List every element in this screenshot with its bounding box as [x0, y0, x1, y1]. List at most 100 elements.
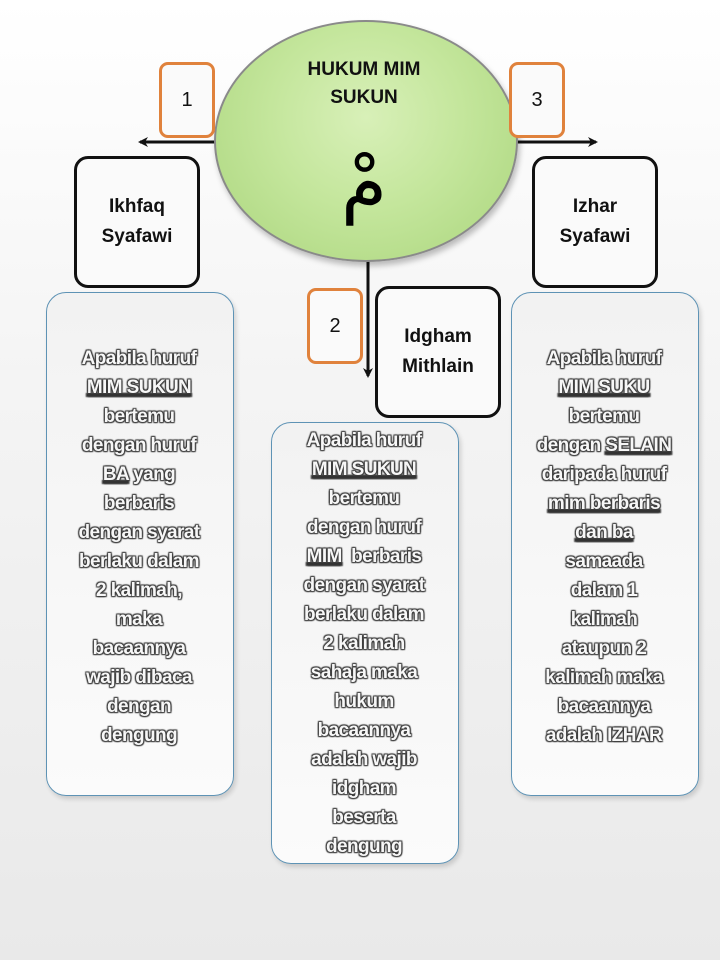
description-line: Apabila huruf	[519, 344, 689, 373]
description-fragment: Apabila huruf	[306, 430, 422, 451]
description-fragment: dengan huruf	[81, 435, 197, 456]
description-line: BA yang	[54, 460, 224, 489]
description-fragment: adalah IZHAR	[545, 725, 663, 746]
description-line: dengung	[54, 721, 224, 750]
description-line: ataupun 2	[519, 634, 689, 663]
description-line: sahaja maka	[279, 658, 449, 687]
description-line: Apabila huruf	[279, 426, 449, 455]
description-fragment: kalimah maka	[545, 667, 663, 688]
description-line: idgham	[279, 774, 449, 803]
branch-2-number: 2	[307, 288, 363, 364]
description-fragment: MIM SUKU	[558, 377, 650, 398]
description-line: berbaris	[54, 489, 224, 518]
description-line: adalah IZHAR	[519, 721, 689, 750]
description-line: dengan huruf	[279, 513, 449, 542]
description-fragment: MIM	[306, 546, 343, 567]
description-line: dengan huruf	[54, 431, 224, 460]
description-line: bacaannya	[279, 716, 449, 745]
description-line: MIM berbaris	[279, 542, 449, 571]
description-fragment: berlaku dalam	[79, 551, 200, 572]
description-line: berlaku dalam	[279, 600, 449, 629]
description-fragment: dengung	[325, 836, 403, 857]
description-line: maka	[54, 605, 224, 634]
description-line: dengan syarat	[54, 518, 224, 547]
term-ikhfaq-syafawi: Ikhfaq Syafawi	[74, 156, 200, 288]
description-line: bacaannya	[54, 634, 224, 663]
description-line: mim berbaris	[519, 489, 689, 518]
description-line: kalimah	[519, 605, 689, 634]
mim-sukun-glyph: مْ	[341, 140, 387, 226]
center-circle	[214, 20, 518, 262]
description-line: samaada	[519, 547, 689, 576]
description-fragment: Apabila huruf	[546, 348, 662, 369]
description-fragment: bertemu	[103, 406, 175, 427]
description-fragment: dengan	[107, 696, 172, 717]
description-fragment: dalam 1	[570, 580, 638, 601]
description-line: daripada huruf	[519, 460, 689, 489]
panel-izhar	[511, 292, 699, 796]
description-line: MIM SUKUN	[54, 373, 224, 402]
description-line: wajib dibaca	[54, 663, 224, 692]
description-line: adalah wajib	[279, 745, 449, 774]
description-line: dengan SELAIN	[519, 431, 689, 460]
description-fragment: hukum	[334, 691, 394, 712]
description-fragment: dengan syarat	[78, 522, 200, 543]
description-fragment: bacaannya	[92, 638, 186, 659]
description-fragment: idgham	[332, 778, 397, 799]
description-line: dan ba	[519, 518, 689, 547]
description-fragment: bertemu	[328, 488, 400, 509]
description-line: bertemu	[54, 402, 224, 431]
description-line: beserta	[279, 803, 449, 832]
description-fragment: beserta	[332, 807, 396, 828]
description-line: bacaannya	[519, 692, 689, 721]
description-fragment: MIM SUKUN	[311, 459, 417, 480]
description-fragment: berbaris	[103, 493, 175, 514]
description-line: MIM SUKU	[519, 373, 689, 402]
description-fragment: ataupun 2	[561, 638, 647, 659]
description-fragment: adalah wajib	[311, 749, 417, 770]
description-line: bertemu	[519, 402, 689, 431]
panel-idgham	[271, 422, 459, 864]
term-izhar-syafawi: Izhar Syafawi	[532, 156, 658, 288]
description-fragment: Apabila huruf	[81, 348, 197, 369]
description-fragment: dengan	[536, 435, 606, 456]
description-fragment: daripada huruf	[541, 464, 667, 485]
description-fragment: bertemu	[568, 406, 640, 427]
description-fragment: kalimah	[570, 609, 638, 630]
center-title: HUKUM MIM SUKUN	[307, 59, 421, 108]
description-fragment: bacaannya	[317, 720, 411, 741]
description-fragment: MIM SUKUN	[86, 377, 192, 398]
term-idgham-mithlain: Idgham Mithlain	[375, 286, 501, 418]
description-line: 2 kalimah,	[54, 576, 224, 605]
description-fragment: berlaku dalam	[304, 604, 425, 625]
description-fragment: samaada	[565, 551, 643, 572]
description-fragment: wajib dibaca	[86, 667, 192, 688]
description-line: berlaku dalam	[54, 547, 224, 576]
description-fragment: berbaris	[341, 546, 422, 567]
description-fragment: sahaja maka	[310, 662, 418, 683]
description-fragment: maka	[115, 609, 163, 630]
branch-3-number: 3	[509, 62, 565, 138]
description-line: Apabila huruf	[54, 344, 224, 373]
panel-ikhfaq	[46, 292, 234, 796]
description-fragment: dan ba	[575, 522, 633, 543]
description-line: hukum	[279, 687, 449, 716]
description-fragment: 2 kalimah,	[96, 580, 182, 601]
description-line: MIM SUKUN	[279, 455, 449, 484]
description-fragment: dengung	[100, 725, 178, 746]
description-line: kalimah maka	[519, 663, 689, 692]
description-fragment: BA	[102, 464, 129, 485]
description-fragment: 2 kalimah	[323, 633, 405, 654]
branch-1-number: 1	[159, 62, 215, 138]
description-fragment: bacaannya	[557, 696, 651, 717]
description-line: dalam 1	[519, 576, 689, 605]
description-fragment: dengan syarat	[303, 575, 425, 596]
description-line: dengan syarat	[279, 571, 449, 600]
description-line: dengung	[279, 832, 449, 861]
description-fragment: mim berbaris	[547, 493, 661, 514]
description-line: dengan	[54, 692, 224, 721]
